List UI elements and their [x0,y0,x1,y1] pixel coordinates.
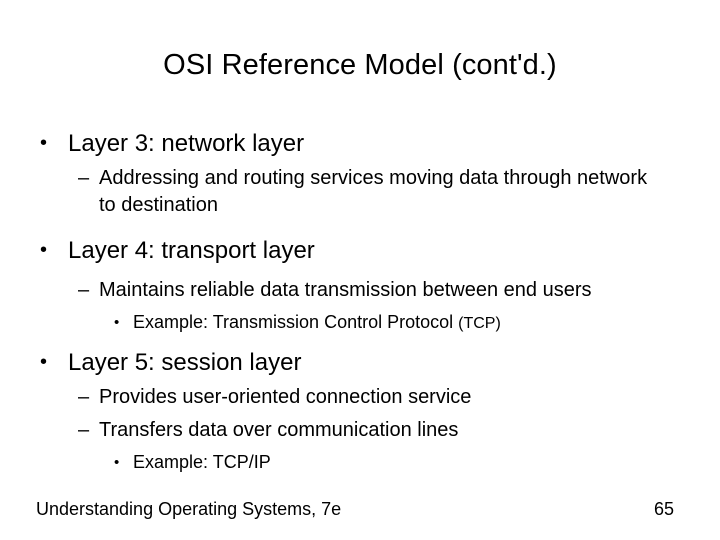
bullet-dot-icon: • [114,454,120,471]
bullet-level3: • Example: TCP/IP [36,450,684,475]
bullet-text-main: Example: Transmission Control Protocol [133,312,459,332]
footer-source-text: Understanding Operating Systems, 7e [36,499,342,519]
bullet-dash-icon: – [78,386,90,408]
bullet-level1: • Layer 4: transport layer [36,235,684,266]
bullet-level2: – Provides user-oriented connection serv… [36,384,684,411]
slide-body: • Layer 3: network layer – Addressing an… [36,128,684,475]
bullet-dash-icon: – [78,167,90,189]
bullet-level2: – Addressing and routing services moving… [36,165,684,219]
bullet-text: Example: Transmission Control Protocol (… [133,310,684,336]
bullet-dash-icon: – [78,419,90,441]
bullet-text: Maintains reliable data transmission bet… [99,279,592,301]
bullet-text: Layer 5: session layer [68,349,302,376]
bullet-level3: • Example: Transmission Control Protocol… [36,310,684,336]
bullet-text-acronym: (TCP) [458,315,501,332]
bullet-text: Layer 4: transport layer [68,237,315,264]
bullet-dot-icon: • [40,351,48,373]
bullet-level2: – Maintains reliable data transmission b… [36,277,684,304]
bullet-text: Addressing and routing services moving d… [99,167,648,216]
bullet-text: Transfers data over communication lines [99,419,459,441]
bullet-level2: – Transfers data over communication line… [36,417,684,444]
bullet-dot-icon: • [40,239,48,261]
slide-number: 65 [653,499,674,519]
bullet-dot-icon: • [40,132,48,154]
bullet-dot-icon: • [114,314,120,331]
bullet-dash-icon: – [78,279,90,301]
bullet-text: Layer 3: network layer [68,130,305,157]
bullet-level1: • Layer 3: network layer [36,128,684,159]
bullet-text: Example: TCP/IP [133,452,271,472]
bullet-level1: • Layer 5: session layer [36,347,684,378]
slide-title: OSI Reference Model (cont'd.) [163,49,557,81]
bullet-text: Provides user-oriented connection servic… [99,386,472,408]
